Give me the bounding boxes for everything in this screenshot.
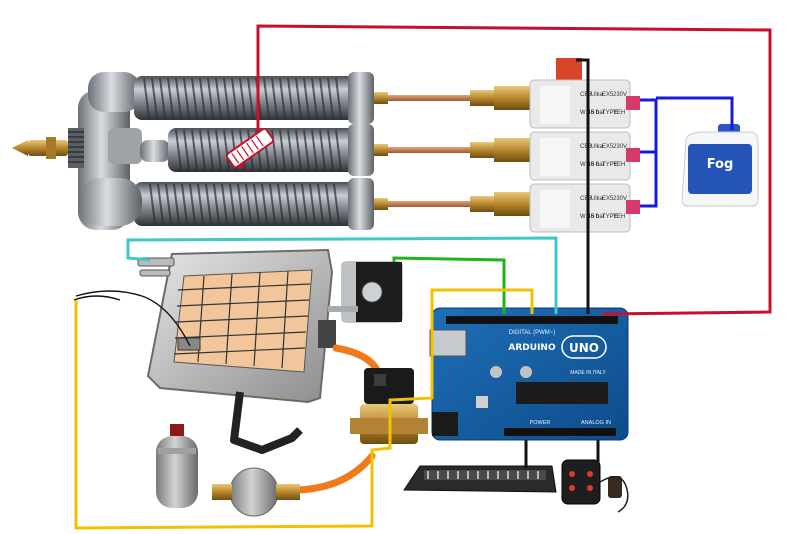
pump-label-text: CE3 [580,92,592,98]
pump-bottom [529,183,640,233]
pump-label-text: EX5 [602,144,614,150]
pump-label-text: W 48 0 [580,110,600,116]
pump-label-text: YEH [613,110,625,116]
green-wire [392,256,506,314]
atmega-chip [516,382,608,404]
power-jack [432,412,458,436]
thermistor-sensor [225,127,275,169]
brass-nozzle [12,137,68,159]
gas-heater [137,248,336,454]
analog-header-label: ANALOG IN [581,420,611,426]
dmx-controller [403,465,557,493]
usb-port [429,329,467,357]
pump-label-text: 5 bar [591,162,605,168]
coil-tube-middle [168,124,374,176]
pump-label-text: YEH [613,162,625,168]
arduino-brand: ARDUINO [508,343,556,353]
pressure-regulator [212,467,300,517]
copper-feed-pipes [374,86,530,216]
pump-label-text: Ulka [591,144,604,150]
gas-cylinder [156,424,198,508]
black-wire-pump [576,58,590,314]
pump-label-text: YEH [613,214,625,220]
digital-header [446,316,618,324]
pump-label-text: TYPE [602,162,618,168]
fog-fluid-bottle: Fog [681,124,759,207]
cyan-wire [126,236,558,314]
pump-label-text: CE3 [580,144,592,150]
coil-tube-top [134,72,374,124]
arduino-uno: ARDUINO UNO DIGITAL (PWM~) POWER ANALOG … [429,307,629,441]
heat-exchanger-coils [68,72,374,230]
remote-control [561,459,629,513]
coil-tube-bottom [78,178,374,230]
heater-sensor-wires [73,290,191,347]
pump-top [529,58,640,129]
blue-wires [640,96,734,208]
pump-label-text: 230V [613,144,627,150]
pump-label-text: TYPE [602,110,618,116]
pump-middle [529,131,640,181]
pump-label-text: EX5 [602,196,614,202]
stepper-motor [328,261,403,323]
made-in-label: MADE IN ITALY [570,370,606,376]
pump-label-text: 230V [613,196,627,202]
pump-label-text: 5 bar [591,214,605,220]
fog-bottle-label: Fog [707,157,734,172]
power-header-label: POWER [530,420,551,426]
pump-label-text: Ulka [591,196,604,202]
arduino-model: UNO [569,341,599,355]
digital-header-label: DIGITAL (PWM~) [509,330,556,336]
pump-label-text: W 48 0 [580,214,600,220]
pump-label-text: W 48 0 [580,162,600,168]
pump-label-text: Ulka [591,92,604,98]
yellow-wire [74,288,534,530]
pump-label-text: 5 bar [591,110,605,116]
pump-label-text: TYPE [602,214,618,220]
pump-label-text: EX5 [602,92,614,98]
uno-badge: UNO [561,335,607,359]
pump-label-text: 230V [613,92,627,98]
threaded-stub [68,128,84,168]
pump-label-text: CE3 [580,196,592,202]
analog-power-header [504,428,616,436]
